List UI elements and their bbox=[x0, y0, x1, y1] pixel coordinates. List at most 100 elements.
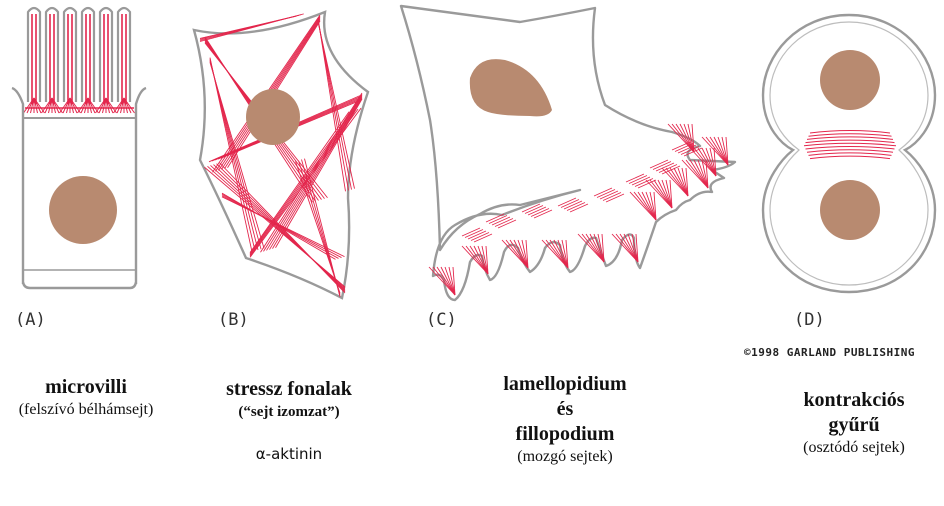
filopodium-filament bbox=[681, 159, 709, 189]
stress-fiber bbox=[221, 195, 342, 258]
filopodium-filament bbox=[649, 191, 657, 221]
lamellipodium-filament bbox=[497, 219, 517, 229]
lamellipodium-filament bbox=[683, 147, 703, 157]
filopodium-filament bbox=[693, 159, 709, 189]
caption-d-line2: gyűrű bbox=[828, 414, 880, 436]
filopodium-filament bbox=[635, 233, 639, 263]
lamellipodium-filament bbox=[649, 159, 669, 169]
filopodium-filament bbox=[541, 239, 569, 269]
filopodium-filament bbox=[683, 123, 695, 153]
filopodium-filament bbox=[725, 136, 729, 166]
filopodium-filament bbox=[691, 123, 695, 153]
actin-rootlet bbox=[123, 97, 135, 114]
filopodium-filament bbox=[593, 233, 605, 263]
nucleus-d-top bbox=[820, 50, 880, 110]
lamellipodium-filament bbox=[631, 176, 651, 186]
filopodium-filament bbox=[485, 245, 489, 275]
filopodium-filament bbox=[481, 245, 489, 275]
filopodium-filament bbox=[553, 239, 569, 269]
filopodium-filament bbox=[661, 167, 689, 197]
actin-rootlet bbox=[59, 97, 71, 114]
lamellipodium-filament bbox=[560, 199, 580, 208]
filopodium-filament bbox=[509, 239, 529, 269]
caption-c-line3: fillopodium bbox=[515, 423, 615, 445]
lamellipodium-filament bbox=[593, 187, 613, 197]
filopodium-filament bbox=[649, 179, 673, 209]
filopodium-filament bbox=[557, 239, 569, 269]
panel-b-stress-fiber-cell: (B) bbox=[192, 10, 370, 330]
filopodium-filament bbox=[645, 191, 657, 221]
filopodium-filament bbox=[705, 147, 717, 177]
actin-rootlet bbox=[80, 97, 89, 114]
lamellipodium-filament bbox=[488, 215, 508, 224]
lamellipodium-filament bbox=[605, 193, 625, 203]
lamellipodium-filament bbox=[563, 200, 583, 210]
stress-fiber bbox=[209, 62, 265, 249]
filopodium-filament bbox=[581, 233, 605, 263]
filopodium-filament bbox=[665, 179, 673, 209]
filopodium-filament bbox=[717, 136, 729, 166]
filopodium-filament bbox=[436, 266, 456, 296]
nucleus-d-bottom bbox=[820, 180, 880, 240]
actin-rootlet bbox=[98, 97, 107, 114]
actin-rootlet bbox=[69, 97, 74, 114]
filopodium-filament bbox=[465, 245, 489, 275]
caption-d-subtitle: (osztódó sejtek) bbox=[803, 439, 905, 456]
filopodium-filament bbox=[577, 233, 605, 263]
ring-filament bbox=[809, 155, 891, 160]
microvillus-outline bbox=[98, 6, 114, 102]
caption-b-title: stressz fonalak bbox=[226, 378, 352, 400]
filopodium-filament bbox=[687, 123, 695, 153]
cell-d-outline bbox=[761, 13, 937, 294]
caption-c-subtitle: (mozgó sejtek) bbox=[517, 448, 613, 465]
filopodium-filament bbox=[701, 159, 709, 189]
caption-c: lamellopidium és fillopodium (mozgó sejt… bbox=[480, 372, 650, 467]
filopodium-filament bbox=[525, 239, 529, 269]
lamellipodium-filament bbox=[677, 144, 697, 154]
actin-rootlet bbox=[116, 97, 125, 114]
lamellipodium-filament bbox=[491, 216, 511, 226]
lamellipodium-filament bbox=[661, 165, 681, 175]
caption-b: stressz fonalak (“sejt izomzat”) α-aktin… bbox=[200, 377, 378, 464]
actin-rootlet bbox=[105, 97, 110, 114]
filopodium-filament bbox=[469, 245, 489, 275]
lamellipodium-filament bbox=[655, 162, 675, 172]
lamellipodium-filament bbox=[602, 192, 622, 201]
filopodium-filament bbox=[440, 266, 456, 296]
panel-a-label: (A) bbox=[15, 310, 46, 330]
filopodium-filament bbox=[565, 239, 569, 269]
filopodium-filament bbox=[428, 266, 456, 296]
filopodium-filament bbox=[713, 136, 729, 166]
actin-rootlet bbox=[77, 97, 89, 114]
lamellipodium-filament bbox=[671, 141, 691, 151]
filopodium-filament bbox=[432, 266, 456, 296]
stress-fiber bbox=[304, 158, 341, 297]
lamellipodium-filament bbox=[467, 230, 487, 240]
filopodium-filament bbox=[549, 239, 569, 269]
actin-rootlet bbox=[62, 97, 71, 114]
filopodium-filament bbox=[697, 159, 709, 189]
filopodium-filament bbox=[653, 191, 657, 221]
actin-rootlet bbox=[123, 97, 128, 114]
caption-a: microvilli (felszívó bélhámsejt) bbox=[0, 375, 172, 420]
filopodium-filament bbox=[709, 147, 717, 177]
stress-fiber bbox=[199, 13, 304, 42]
filopodium-filament bbox=[473, 245, 489, 275]
filopodium-filament bbox=[521, 239, 529, 269]
lamellipodium-filament bbox=[527, 206, 547, 216]
stress-fiber bbox=[249, 111, 350, 253]
filopodium-filament bbox=[657, 179, 673, 209]
filopodium-filament bbox=[685, 159, 709, 189]
lamellipodium-filament bbox=[494, 218, 514, 227]
lamellipodium-filament bbox=[521, 203, 541, 213]
actin-rootlet bbox=[84, 97, 89, 114]
lamellipodium-filament bbox=[557, 197, 577, 207]
filopodium-filament bbox=[505, 239, 529, 269]
lamellipodium-filament bbox=[625, 173, 645, 183]
stress-fiber bbox=[249, 107, 362, 258]
filopodium-filament bbox=[623, 233, 639, 263]
actin-rootlet bbox=[51, 97, 56, 114]
filopodium-filament bbox=[701, 147, 717, 177]
filopodium-filament bbox=[585, 233, 605, 263]
